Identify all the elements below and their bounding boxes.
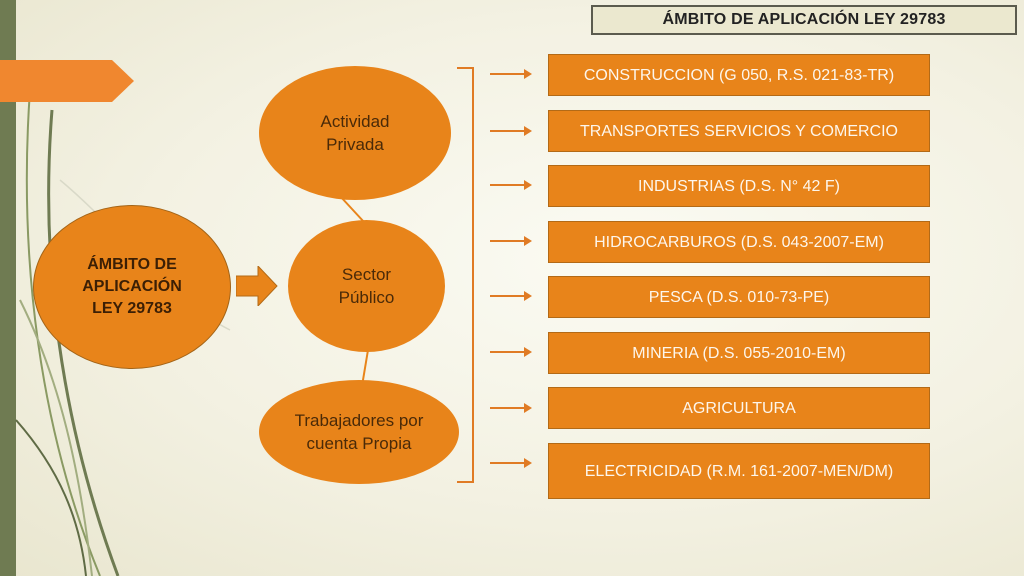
slide-title: ÁMBITO DE APLICACIÓN LEY 29783: [591, 5, 1017, 35]
arrow-connector: [490, 458, 532, 468]
group-label: Actividad Privada: [320, 112, 390, 154]
left-accent-bar: [0, 0, 16, 576]
arrow-connector: [490, 180, 532, 190]
arrow-connector: [490, 403, 532, 413]
group-node-private: Actividad Privada: [259, 66, 451, 200]
sector-box-transportes: TRANSPORTES SERVICIOS Y COMERCIO: [548, 110, 930, 152]
arrow-connector: [490, 236, 532, 246]
group-node-self-employed: Trabajadores por cuenta Propia: [259, 380, 459, 484]
group-node-public: Sector Público: [288, 220, 445, 352]
sector-box-industrias: INDUSTRIAS (D.S. N° 42 F): [548, 165, 930, 207]
block-arrow-right: [236, 266, 278, 306]
group-label: Sector Público: [338, 265, 395, 307]
arrow-connector: [490, 69, 532, 79]
sector-box-electricidad: ELECTRICIDAD (R.M. 161-2007-MEN/DM): [548, 443, 930, 499]
bracket-line: [457, 67, 474, 483]
sector-box-hidrocarburos: HIDROCARBUROS (D.S. 043-2007-EM): [548, 221, 930, 263]
arrow-connector: [490, 126, 532, 136]
sector-box-pesca: PESCA (D.S. 010-73-PE): [548, 276, 930, 318]
sector-box-agricultura: AGRICULTURA: [548, 387, 930, 429]
sector-box-mineria: MINERIA (D.S. 055-2010-EM): [548, 332, 930, 374]
arrow-connector: [490, 347, 532, 357]
group-label: Trabajadores por cuenta Propia: [294, 411, 424, 453]
slide-pointer-shape: [0, 60, 134, 102]
arrow-connector: [490, 291, 532, 301]
main-node: ÁMBITO DE APLICACIÓN LEY 29783: [33, 205, 231, 369]
main-node-label: ÁMBITO DE APLICACIÓN LEY 29783: [82, 256, 182, 317]
sector-box-construccion: CONSTRUCCION (G 050, R.S. 021-83-TR): [548, 54, 930, 96]
